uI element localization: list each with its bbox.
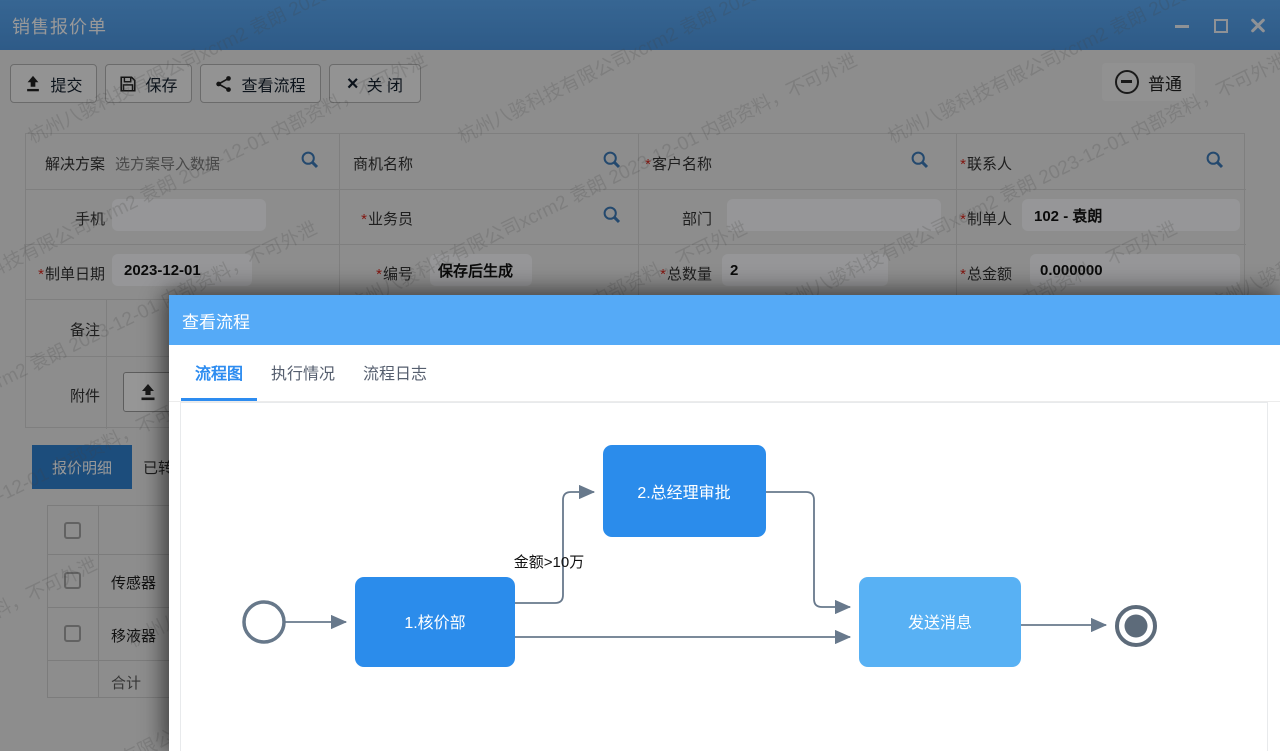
opportunity-label: 商机名称 <box>352 156 413 173</box>
mobile-field <box>112 199 266 231</box>
salesman-label: *业务员 <box>361 211 413 228</box>
select-all-checkbox[interactable] <box>64 522 81 539</box>
minimize-button[interactable] <box>1174 17 1190 33</box>
save-button[interactable]: 保存 <box>105 64 192 103</box>
start-event-node[interactable] <box>242 600 286 644</box>
make-date-field: 2023-12-01 <box>112 254 252 286</box>
table-row: 移液器 <box>111 628 157 645</box>
remark-label: 备注 <box>69 322 100 339</box>
window-controls <box>1174 14 1266 36</box>
total-qty-label: *总数量 <box>660 266 712 283</box>
table-total-row: 合计 <box>111 675 142 692</box>
maker-field: 102 - 袁朗 <box>1022 199 1240 231</box>
salesman-search-icon[interactable] <box>602 205 622 225</box>
view-flow-label: 查看流程 <box>241 77 306 95</box>
close-label: 关 闭 <box>366 77 404 95</box>
customer-search-icon[interactable] <box>910 150 930 170</box>
tab-execution-status[interactable]: 执行情况 <box>271 365 336 383</box>
close-button[interactable]: × 关 闭 <box>329 64 421 103</box>
tab-quote-detail[interactable]: 报价明细 <box>32 445 132 489</box>
solution-search-field[interactable]: 选方案导入数据 <box>115 156 221 173</box>
row2-checkbox[interactable] <box>64 625 81 642</box>
code-label: *编号 <box>376 266 413 283</box>
tab-converted[interactable]: 已转 <box>143 459 174 477</box>
upload-icon <box>141 384 154 401</box>
save-label: 保存 <box>145 77 178 95</box>
table-row: 传感器 <box>111 575 157 592</box>
submit-label: 提交 <box>50 77 83 95</box>
total-amount-field: 0.000000 <box>1030 254 1240 286</box>
workflow-diagram: 1.核价部 2.总经理审批 发送消息 金额>10万 <box>242 445 1157 667</box>
tab-flow-diagram[interactable]: 流程图 <box>181 345 258 401</box>
total-qty-field: 2 <box>722 254 888 286</box>
maker-label: *制单人 <box>960 211 1012 228</box>
flow-node-send-message[interactable]: 发送消息 <box>859 577 1021 667</box>
window-title: 销售报价单 <box>12 17 107 37</box>
modal-tabbar: 流程图 执行情况 流程日志 <box>169 345 1280 402</box>
customer-label: *客户名称 <box>645 156 712 173</box>
svg-text:发送消息: 发送消息 <box>908 614 972 632</box>
share-icon <box>216 75 232 92</box>
svg-text:1.核价部: 1.核价部 <box>404 614 465 632</box>
modal-header: 查看流程 <box>169 295 1280 345</box>
modal-title: 查看流程 <box>182 312 250 332</box>
row1-checkbox[interactable] <box>64 572 81 589</box>
opportunity-search-icon[interactable] <box>602 150 622 170</box>
department-field <box>727 199 941 231</box>
total-amount-label: *总金额 <box>960 266 1012 283</box>
view-flow-modal: 查看流程 流程图 执行情况 流程日志 1.核价部 <box>169 295 1280 751</box>
save-icon <box>120 75 137 92</box>
svg-text:2.总经理审批: 2.总经理审批 <box>637 484 730 502</box>
upload-icon <box>27 75 40 91</box>
solution-search-icon[interactable] <box>300 150 320 170</box>
solution-label: 解决方案 <box>44 156 105 173</box>
submit-button[interactable]: 提交 <box>10 64 97 103</box>
attachment-upload-button[interactable] <box>123 372 172 412</box>
maximize-button[interactable] <box>1212 17 1228 33</box>
maximize-icon <box>1214 19 1228 33</box>
tab-flow-log[interactable]: 流程日志 <box>363 365 428 383</box>
priority-label: 普通 <box>1148 74 1182 94</box>
attachment-label: 附件 <box>69 388 100 405</box>
flow-node-gm-approval[interactable]: 2.总经理审批 <box>603 445 766 537</box>
mobile-label: 手机 <box>74 211 105 228</box>
code-field: 保存后生成 <box>430 254 532 286</box>
department-label: 部门 <box>681 211 712 228</box>
contact-search-icon[interactable] <box>1205 150 1225 170</box>
circled-minus-icon <box>1115 70 1139 94</box>
make-date-label: *制单日期 <box>38 266 105 283</box>
window-titlebar: 销售报价单 <box>0 0 1280 50</box>
priority-normal-button[interactable]: 普通 <box>1102 63 1195 101</box>
edge-condition-label: 金额>10万 <box>514 554 584 571</box>
close-x-icon: × <box>346 72 359 95</box>
minimize-icon <box>1175 25 1189 28</box>
flow-node-pricing-dept[interactable]: 1.核价部 <box>355 577 515 667</box>
flow-diagram-pane: 1.核价部 2.总经理审批 发送消息 金额>10万 <box>180 402 1268 751</box>
contact-label: *联系人 <box>960 156 1012 173</box>
view-flow-button[interactable]: 查看流程 <box>200 64 321 103</box>
